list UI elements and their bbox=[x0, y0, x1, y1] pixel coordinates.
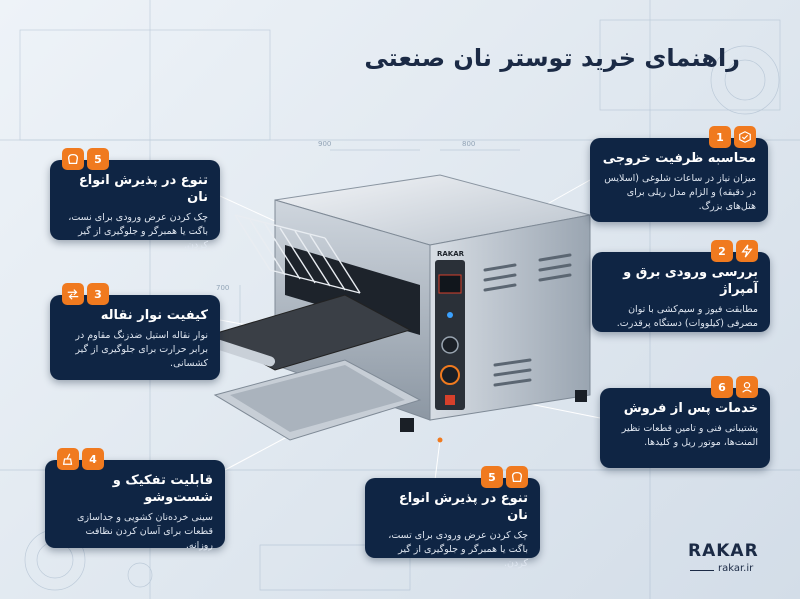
card-title: تنوع در پذیرش انواع نان bbox=[398, 491, 528, 523]
page-title: راهنمای خرید توستر نان صنعتی bbox=[364, 44, 740, 72]
conveyor-toaster-image: RAKAR bbox=[203, 174, 591, 441]
card-number-badge: 4 bbox=[82, 448, 104, 470]
card-cleaning: 4 قابلیت تفکیک و شست‌وشو سینی خرده‌نان ک… bbox=[45, 448, 225, 551]
card-text: پشتیبانی فنی و تامین قطعات نظیر المنت‌ها… bbox=[621, 423, 758, 448]
card-text: نوار نقاله استیل ضدزنگ مقاوم در برابر حر… bbox=[75, 330, 208, 369]
brand-logo: RAKAR rakar.ir bbox=[688, 541, 788, 574]
card-text: چک کردن عرض ورودی برای تست، باگت یا همبر… bbox=[388, 530, 528, 569]
card-bread-variety-bottom: 5 تنوع در پذیرش انواع نان چک کردن عرض ور… bbox=[365, 466, 540, 569]
card-title: خدمات پس از فروش bbox=[623, 401, 758, 416]
bread-icon bbox=[62, 148, 84, 170]
card-number-badge: 1 bbox=[709, 126, 731, 148]
svg-text:700: 700 bbox=[216, 284, 229, 292]
card-title: محاسبه ظرفیت خروجی bbox=[602, 151, 756, 166]
card-number-badge: 2 bbox=[711, 240, 733, 262]
svg-text:800: 800 bbox=[462, 140, 475, 148]
conveyor-icon bbox=[62, 283, 84, 305]
card-number-badge: 5 bbox=[481, 466, 503, 488]
card-title: تنوع در پذیرش انواع نان bbox=[78, 173, 208, 205]
card-number-badge: 6 bbox=[711, 376, 733, 398]
brand-name: RAKAR bbox=[688, 541, 759, 561]
card-after-sales: 6 خدمات پس از فروش پشتیبانی فنی و تامین … bbox=[600, 376, 770, 468]
support-icon bbox=[736, 376, 758, 398]
card-number-badge: 5 bbox=[87, 148, 109, 170]
card-text: سینی خرده‌نان کشویی و جداسازی قطعات برای… bbox=[77, 512, 213, 551]
card-title: بررسی ورودی برق و آمپراژ bbox=[623, 265, 758, 297]
toaster-brand-label: RAKAR bbox=[437, 250, 465, 258]
brand-website[interactable]: rakar.ir bbox=[688, 563, 788, 574]
card-text: مطابقت فیوز و سیم‌کشی با توان مصرفی (کیل… bbox=[616, 304, 758, 329]
toaster-illustration: RAKAR bbox=[195, 120, 615, 450]
card-output-capacity: 1 محاسبه ظرفیت خروجی میزان نیاز در ساعات… bbox=[590, 126, 768, 222]
card-title: کیفیت نوار نقاله bbox=[100, 308, 208, 323]
lightning-icon bbox=[736, 240, 758, 262]
bread-icon bbox=[506, 466, 528, 488]
card-conveyor-quality: 3 کیفیت نوار نقاله نوار نقاله استیل ضدزن… bbox=[50, 283, 220, 380]
brush-icon bbox=[57, 448, 79, 470]
card-power-input: 2 بررسی ورودی برق و آمپراژ مطابقت فیوز و… bbox=[592, 240, 770, 332]
card-text: میزان نیاز در ساعات شلوغی (اسلایس در دقی… bbox=[604, 173, 756, 212]
box-check-icon bbox=[734, 126, 756, 148]
svg-text:900: 900 bbox=[318, 140, 331, 148]
card-number-badge: 3 bbox=[87, 283, 109, 305]
card-bread-variety-top: 5 تنوع در پذیرش انواع نان چک کردن عرض ور… bbox=[50, 148, 220, 251]
card-title: قابلیت تفکیک و شست‌وشو bbox=[112, 473, 213, 505]
card-text: چک کردن عرض ورودی برای نست، باگت یا همبر… bbox=[68, 212, 208, 251]
